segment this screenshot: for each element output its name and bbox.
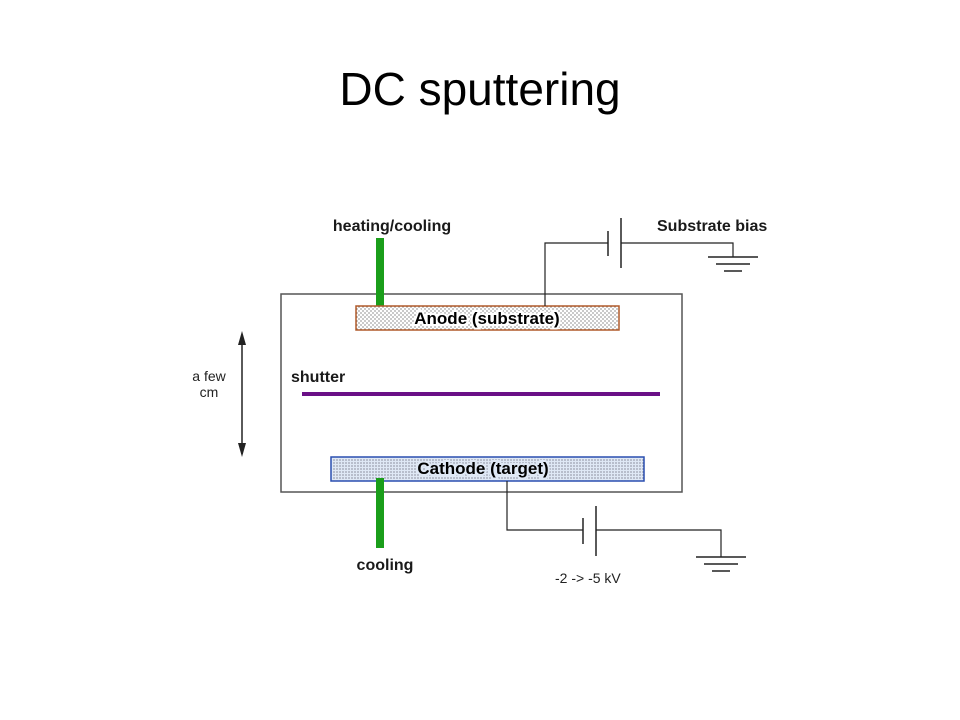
substrate-bias-circuit (544, 218, 758, 306)
distance-label-line1: a few (192, 368, 226, 384)
voltage-label: -2 -> -5 kV (555, 570, 621, 586)
shutter-label: shutter (291, 369, 345, 386)
cathode-supply-circuit (506, 481, 746, 572)
cooling-label: cooling (357, 557, 414, 574)
slide-title: DC sputtering (339, 63, 621, 115)
anode-label: Anode (substrate) (414, 309, 559, 328)
substrate-bias-label: Substrate bias (657, 218, 767, 235)
cathode-target (330, 456, 645, 482)
heating-cooling-label: heating/cooling (333, 218, 451, 235)
cathode-label: Cathode (target) (417, 459, 548, 478)
vacuum-chamber (280, 293, 683, 493)
distance-label-line2: cm (200, 384, 219, 400)
anode-substrate (355, 305, 620, 331)
distance-arrow (238, 331, 246, 457)
